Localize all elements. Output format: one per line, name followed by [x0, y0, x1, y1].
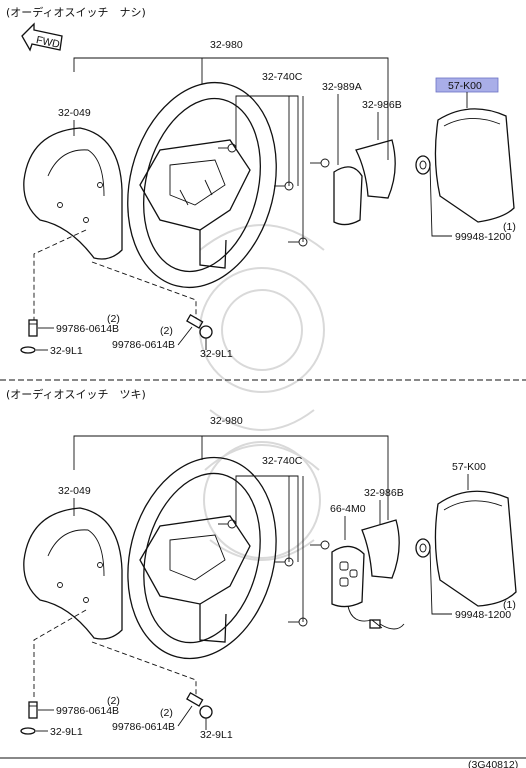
label-bolt-left-bottom: 99786-0614B: [56, 705, 119, 717]
label-32-049-top: 32-049: [58, 107, 91, 119]
airbag-57-k00-top: [434, 108, 515, 223]
section-title-without-audio: (オーディオスイッチ ナシ): [6, 5, 146, 19]
label-clip-right-top: 32-9L1: [200, 348, 233, 360]
cover-32-049-top: [23, 127, 123, 260]
bolt-right-top: [186, 314, 204, 329]
bolt-right-bottom: [186, 692, 204, 707]
label-bolt-right-qty-top: (2): [160, 325, 173, 337]
label-57-k00-top: 57-K00: [448, 80, 482, 92]
fwd-label: FWD: [35, 34, 61, 51]
label-32-740c-bottom: 32-740C: [262, 455, 303, 467]
label-nut-bottom: 99948-1200: [455, 609, 511, 621]
airbag-57-k00-bottom: [434, 490, 517, 607]
screw-group-bottom: [218, 519, 330, 627]
label-bolt-right-qty-bottom: (2): [160, 707, 173, 719]
label-32-986b-top: 32-986B: [362, 99, 402, 111]
label-32-989a-top: 32-989A: [322, 81, 362, 93]
label-nut-qty-top: (1): [503, 221, 516, 233]
label-32-740c-top: 32-740C: [262, 71, 303, 83]
clip-left-top: [20, 346, 36, 354]
label-57-k00-bottom: 57-K00: [452, 461, 486, 473]
footer-code: (3G40812): [468, 759, 518, 768]
label-clip-left-bottom: 32-9L1: [50, 726, 83, 738]
label-bolt-right-bottom: 99786-0614B: [112, 721, 175, 733]
label-32-049-bottom: 32-049: [58, 485, 91, 497]
cover-32-049-bottom: [23, 507, 123, 640]
label-nut-qty-bottom: (1): [503, 599, 516, 611]
bolt-left-bottom: [28, 701, 38, 719]
clip-right-top: [199, 325, 213, 339]
label-clip-left-top: 32-9L1: [50, 345, 83, 357]
section-title-with-audio: (オーディオスイッチ ツキ): [6, 387, 146, 401]
label-clip-right-bottom: 32-9L1: [200, 729, 233, 741]
label-bolt-right-top: 99786-0614B: [112, 339, 175, 351]
nut-top: [415, 155, 431, 175]
clip-left-bottom: [20, 727, 36, 735]
fwd-arrow-icon: FWD: [21, 22, 63, 52]
side-cover-32-986b-top: [355, 139, 396, 199]
label-32-980-top: 32-980: [210, 39, 243, 51]
label-32-980-bottom: 32-980: [210, 415, 243, 427]
steering-wheel-top: [127, 81, 277, 289]
audio-switch-66-4m0: [331, 545, 405, 630]
bolt-left-top: [28, 319, 38, 337]
side-cover-32-986b-bottom: [361, 519, 400, 579]
steering-wheel-bottom: [127, 456, 277, 660]
label-66-4m0-bottom: 66-4M0: [330, 503, 366, 515]
label-bolt-left-qty-bottom: (2): [107, 695, 120, 707]
label-nut-top: 99948-1200: [455, 231, 511, 243]
watermark: [199, 224, 325, 561]
label-bolt-left-qty-top: (2): [107, 313, 120, 325]
label-bolt-left-top: 99786-0614B: [56, 323, 119, 335]
label-32-986b-bottom: 32-986B: [364, 487, 404, 499]
clip-right-bottom: [199, 705, 213, 719]
bracket-32-989a-top: [333, 166, 363, 226]
nut-bottom: [415, 538, 431, 558]
